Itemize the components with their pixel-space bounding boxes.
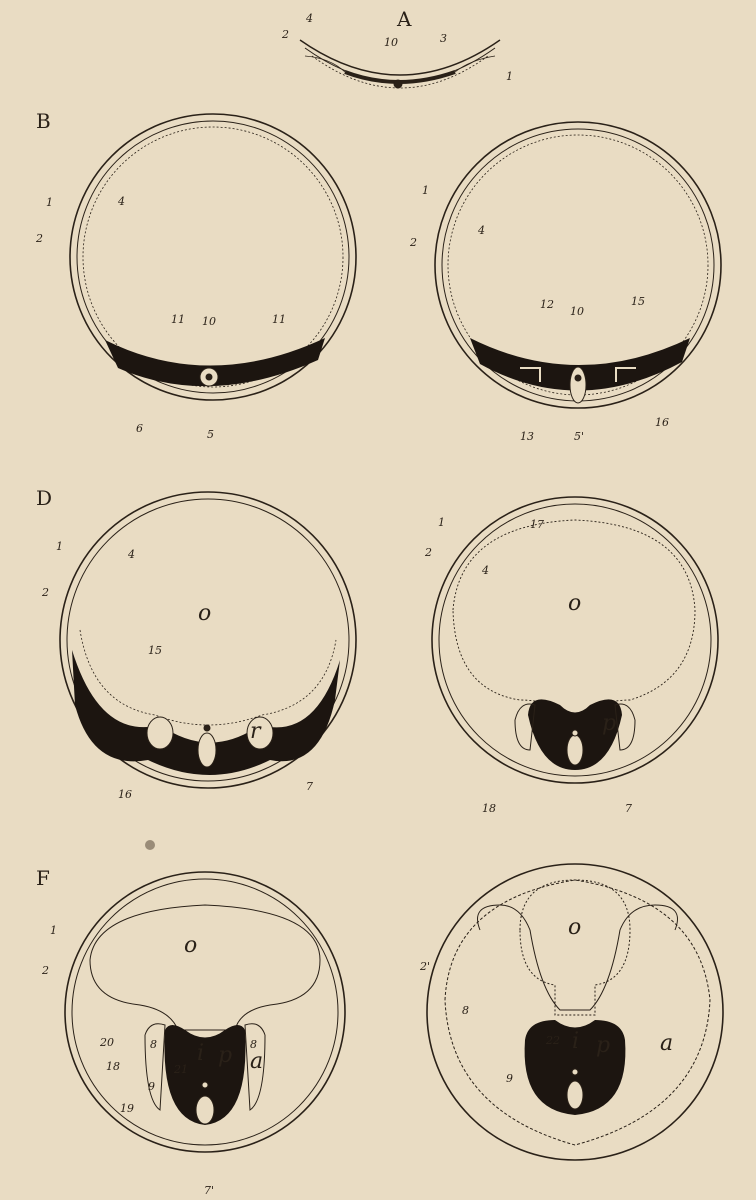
left-fold <box>147 717 173 749</box>
label-dr-p: p <box>602 711 616 736</box>
label-dr-17: 17 <box>530 518 544 531</box>
label-dr-o: o <box>568 591 581 616</box>
label-br-5prime: 5' <box>574 430 584 443</box>
panel-letter-a: A <box>396 7 412 31</box>
label-fl-21: 21 <box>173 1063 188 1076</box>
label-bl-1: 1 <box>46 196 53 209</box>
label-br-2: 2 <box>409 236 417 249</box>
label-bl-10: 10 <box>202 315 216 328</box>
notochord <box>575 375 581 381</box>
label-fl-19: 19 <box>120 1102 134 1115</box>
label-dr-2: 2 <box>424 546 432 559</box>
label-fr-p: p <box>596 1033 610 1058</box>
label-bl-4: 4 <box>117 195 125 208</box>
label-bl-11a: 11 <box>171 313 185 326</box>
notochord <box>202 1082 208 1088</box>
neural-tube <box>567 1081 583 1109</box>
label-dl-2: 2 <box>41 586 49 599</box>
neural-tube <box>196 1096 214 1124</box>
axial-dot <box>394 80 402 88</box>
label-br-13: 13 <box>520 430 534 443</box>
panel-letter-d: D <box>36 486 52 510</box>
neural-tube <box>198 733 216 767</box>
notochord <box>572 730 578 736</box>
label-fr-a: a <box>660 1031 673 1056</box>
label-fr-9: 9 <box>506 1072 513 1085</box>
label-br-16: 16 <box>655 416 669 429</box>
label-fl-a: a <box>250 1049 263 1074</box>
label-a-2: 2 <box>281 28 289 41</box>
label-fl-18: 18 <box>106 1060 120 1073</box>
label-dl-4: 4 <box>127 548 135 561</box>
label-fl-2: 2 <box>41 964 49 977</box>
label-br-10: 10 <box>570 305 584 318</box>
label-bl-2: 2 <box>35 232 43 245</box>
label-a-10: 10 <box>384 36 398 49</box>
label-dr-18: 18 <box>482 802 496 815</box>
notochord <box>204 725 210 731</box>
label-dl-1: 1 <box>56 540 63 553</box>
label-dr-1: 1 <box>438 516 445 529</box>
label-fl-8b: 8 <box>250 1038 257 1051</box>
label-br-15: 15 <box>631 295 645 308</box>
label-fr-i: i <box>572 1029 579 1054</box>
label-dl-r: r <box>250 719 262 744</box>
label-fr-o: o <box>568 915 581 940</box>
ink-stain <box>145 840 155 850</box>
label-fl-o: o <box>184 933 197 958</box>
label-dl-16: 16 <box>118 788 132 801</box>
label-bl-6: 6 <box>136 422 143 435</box>
panel-letter-b: B <box>36 109 51 133</box>
label-fr-8: 8 <box>462 1004 469 1017</box>
label-fl-7prime: 7' <box>204 1184 214 1197</box>
label-a-4: 4 <box>305 12 313 25</box>
label-br-12: 12 <box>540 298 554 311</box>
label-dr-7: 7 <box>625 802 632 815</box>
label-dl-7: 7 <box>306 780 313 793</box>
label-fl-i: i <box>197 1041 204 1066</box>
label-br-4: 4 <box>477 224 485 237</box>
label-fl-p: p <box>218 1043 232 1068</box>
neural-tube <box>567 735 583 765</box>
label-fl-20: 20 <box>99 1036 114 1049</box>
label-fl-8a: 8 <box>150 1038 157 1051</box>
label-a-3: 3 <box>440 32 447 45</box>
label-a-1: 1 <box>506 70 513 83</box>
label-dr-4: 4 <box>481 564 489 577</box>
label-fl-1: 1 <box>50 924 57 937</box>
label-dl-o: o <box>198 601 211 626</box>
label-fr-22: 22 <box>545 1034 560 1047</box>
label-dl-15: 15 <box>148 644 162 657</box>
label-bl-11b: 11 <box>272 313 286 326</box>
label-br-1: 1 <box>422 184 429 197</box>
notochord <box>572 1069 578 1075</box>
label-fl-9: 9 <box>148 1080 155 1093</box>
label-bl-5: 5 <box>207 428 214 441</box>
panel-letter-f: F <box>36 866 50 890</box>
neural-tube <box>570 367 586 403</box>
label-fr-2prime: 2' <box>419 960 430 973</box>
notochord <box>206 374 212 380</box>
